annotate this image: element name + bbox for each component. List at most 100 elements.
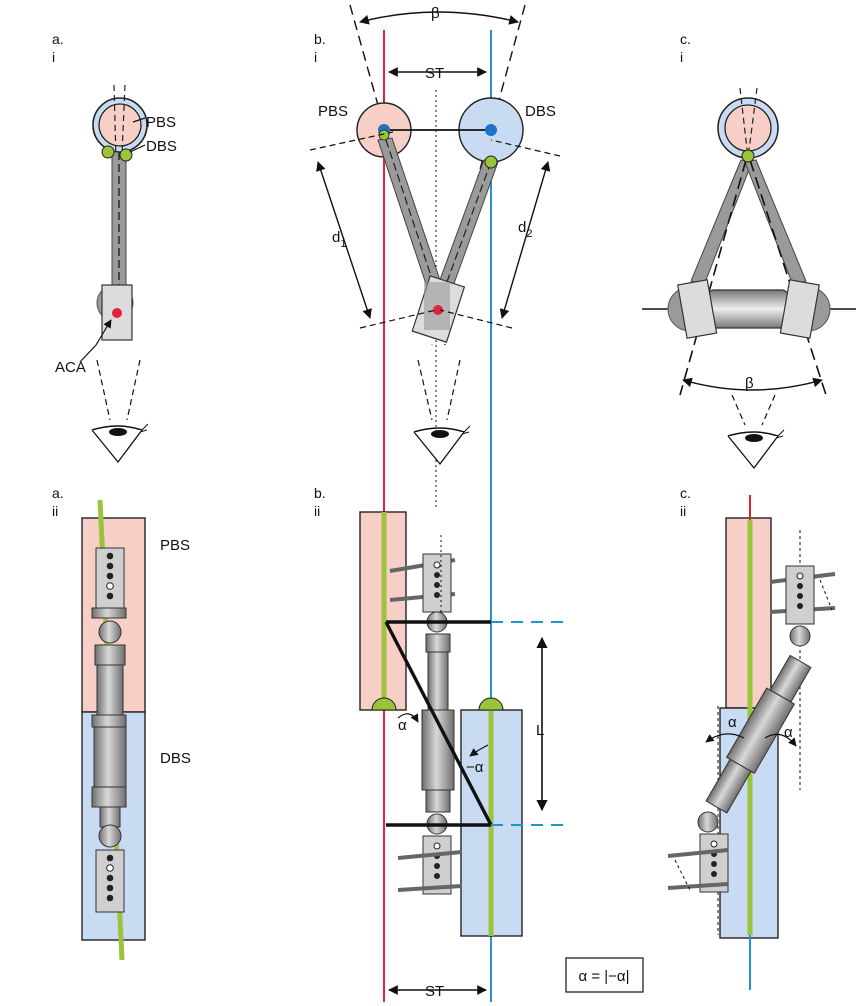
alpha-right-arrow xyxy=(764,733,797,747)
panel-a-i-roman: i xyxy=(52,49,55,65)
panel-b-ii-letter: b. xyxy=(314,485,326,501)
top-nut xyxy=(91,607,127,619)
beta-ray-left-c xyxy=(679,159,747,396)
eye-icon xyxy=(413,425,471,466)
view-cone-left xyxy=(96,359,111,421)
body-bottom-nut xyxy=(91,786,127,808)
panel-a-i-letter: a. xyxy=(52,31,64,47)
dbs-label-a-ii: DBS xyxy=(160,750,191,767)
beta-label-c: β xyxy=(745,375,754,392)
right-strut-c xyxy=(744,159,807,286)
wire-bottom-c-2 xyxy=(667,882,729,890)
beta-label-top: β xyxy=(431,5,440,22)
neg-alpha-angle-arrow xyxy=(469,744,489,757)
body-top-nut xyxy=(91,714,127,728)
panel-b-i-roman: i xyxy=(314,49,317,65)
lower-coupler-b xyxy=(425,789,451,813)
panel-a-ii-letter: a. xyxy=(52,485,64,501)
beta-ray-right-c xyxy=(749,159,827,396)
aca-point xyxy=(112,308,122,318)
threaded-rod-lower xyxy=(99,806,121,828)
dbs-leader-line xyxy=(129,144,146,153)
hinge-block-left xyxy=(677,279,718,339)
view-cone-left-c xyxy=(731,394,746,426)
formula-box xyxy=(565,957,644,993)
oblique-strut xyxy=(705,654,812,814)
view-axis-c-2 xyxy=(747,87,758,159)
pbs-label-a-ii: PBS xyxy=(160,537,190,554)
panel-b-i-letter: b. xyxy=(314,31,326,47)
length-label: L xyxy=(536,722,544,739)
panel-b-ii-roman: ii xyxy=(314,503,320,519)
alpha-label-b: α xyxy=(398,717,407,734)
strut-body xyxy=(93,726,127,788)
alpha-label-c-right: α xyxy=(784,724,793,741)
panel-c-ii-letter: c. xyxy=(680,485,691,501)
dbs-hinge-point xyxy=(484,155,498,169)
threaded-rod-b xyxy=(427,651,449,711)
beta-arc-arrow xyxy=(359,11,519,25)
formula-text: α = |−α| xyxy=(579,968,630,985)
panel-c-i-letter: c. xyxy=(680,31,691,47)
tilt-dotted-top xyxy=(819,579,833,611)
eye-icon xyxy=(727,429,785,470)
d1-extension-top xyxy=(309,131,394,151)
panel-c-i: c. i β xyxy=(642,31,856,470)
proximal-hinge-point xyxy=(101,145,115,159)
top-coupler xyxy=(94,644,126,666)
st-label-top: ST xyxy=(425,65,444,82)
proximal-bone-segment-circle xyxy=(98,103,142,147)
dbs-center-point xyxy=(485,124,497,136)
d1-label: d1 xyxy=(332,229,346,250)
alpha-left-arrow xyxy=(705,733,745,743)
view-cone-right-b xyxy=(446,359,461,421)
dbs-label: DBS xyxy=(146,138,177,155)
neg-alpha-label-b: −α xyxy=(466,759,484,776)
panel-b-ii: b. ii L α xyxy=(314,485,644,1000)
panel-a-ii: a. ii PBS DBS xyxy=(52,485,191,961)
aca-leader-line xyxy=(79,319,112,363)
hinge-block-right xyxy=(779,279,820,339)
hinge-point-c xyxy=(741,149,755,163)
eye-icon xyxy=(91,423,149,464)
st-label-bottom: ST xyxy=(425,983,444,1000)
pbs-leader-line xyxy=(132,117,146,123)
wire-bottom-c-1 xyxy=(667,848,729,858)
top-coupler-b xyxy=(425,633,451,653)
wire-bottom-2 xyxy=(397,884,463,892)
aca-point-b xyxy=(433,305,443,315)
dbs-label-b: DBS xyxy=(525,103,556,120)
left-strut-dash xyxy=(385,139,440,301)
distal-end-marker xyxy=(478,697,504,711)
d1-dimension-arrow xyxy=(316,161,372,319)
wire-bottom-1 xyxy=(397,850,463,860)
panel-c-ii: c. ii α α xyxy=(667,485,836,990)
view-cone-right xyxy=(126,359,141,421)
right-strut-dash xyxy=(440,161,492,299)
view-cone-left-b xyxy=(417,359,433,421)
diagonal-reference-line xyxy=(384,621,493,826)
proximal-end-marker xyxy=(371,697,397,711)
bottom-hinge xyxy=(98,824,122,848)
d2-extension-bottom xyxy=(439,309,513,329)
alpha-label-c-left: α xyxy=(728,714,737,731)
view-cone-right-c xyxy=(761,394,776,426)
panel-a-i: a. i PBS DBS ACA xyxy=(52,31,177,464)
left-strut-c xyxy=(690,159,753,286)
threaded-rod-upper xyxy=(96,664,124,716)
view-axis-c-1 xyxy=(739,87,749,159)
hinge-cylinder xyxy=(707,289,789,329)
pbs-label: PBS xyxy=(146,114,176,131)
alpha-angle-arrow xyxy=(397,713,419,723)
beta-arc-arrow-c xyxy=(682,377,823,391)
pbs-circle-c xyxy=(724,104,772,152)
pin-holes-top xyxy=(106,552,114,600)
aca-label: ACA xyxy=(55,359,86,376)
d2-dimension-arrow xyxy=(499,161,551,319)
d1-extension-bottom xyxy=(359,309,437,329)
top-hinge xyxy=(98,620,122,644)
panel-c-ii-roman: ii xyxy=(680,503,686,519)
panel-c-i-roman: i xyxy=(680,49,683,65)
pin-holes-bottom-c xyxy=(710,840,718,877)
